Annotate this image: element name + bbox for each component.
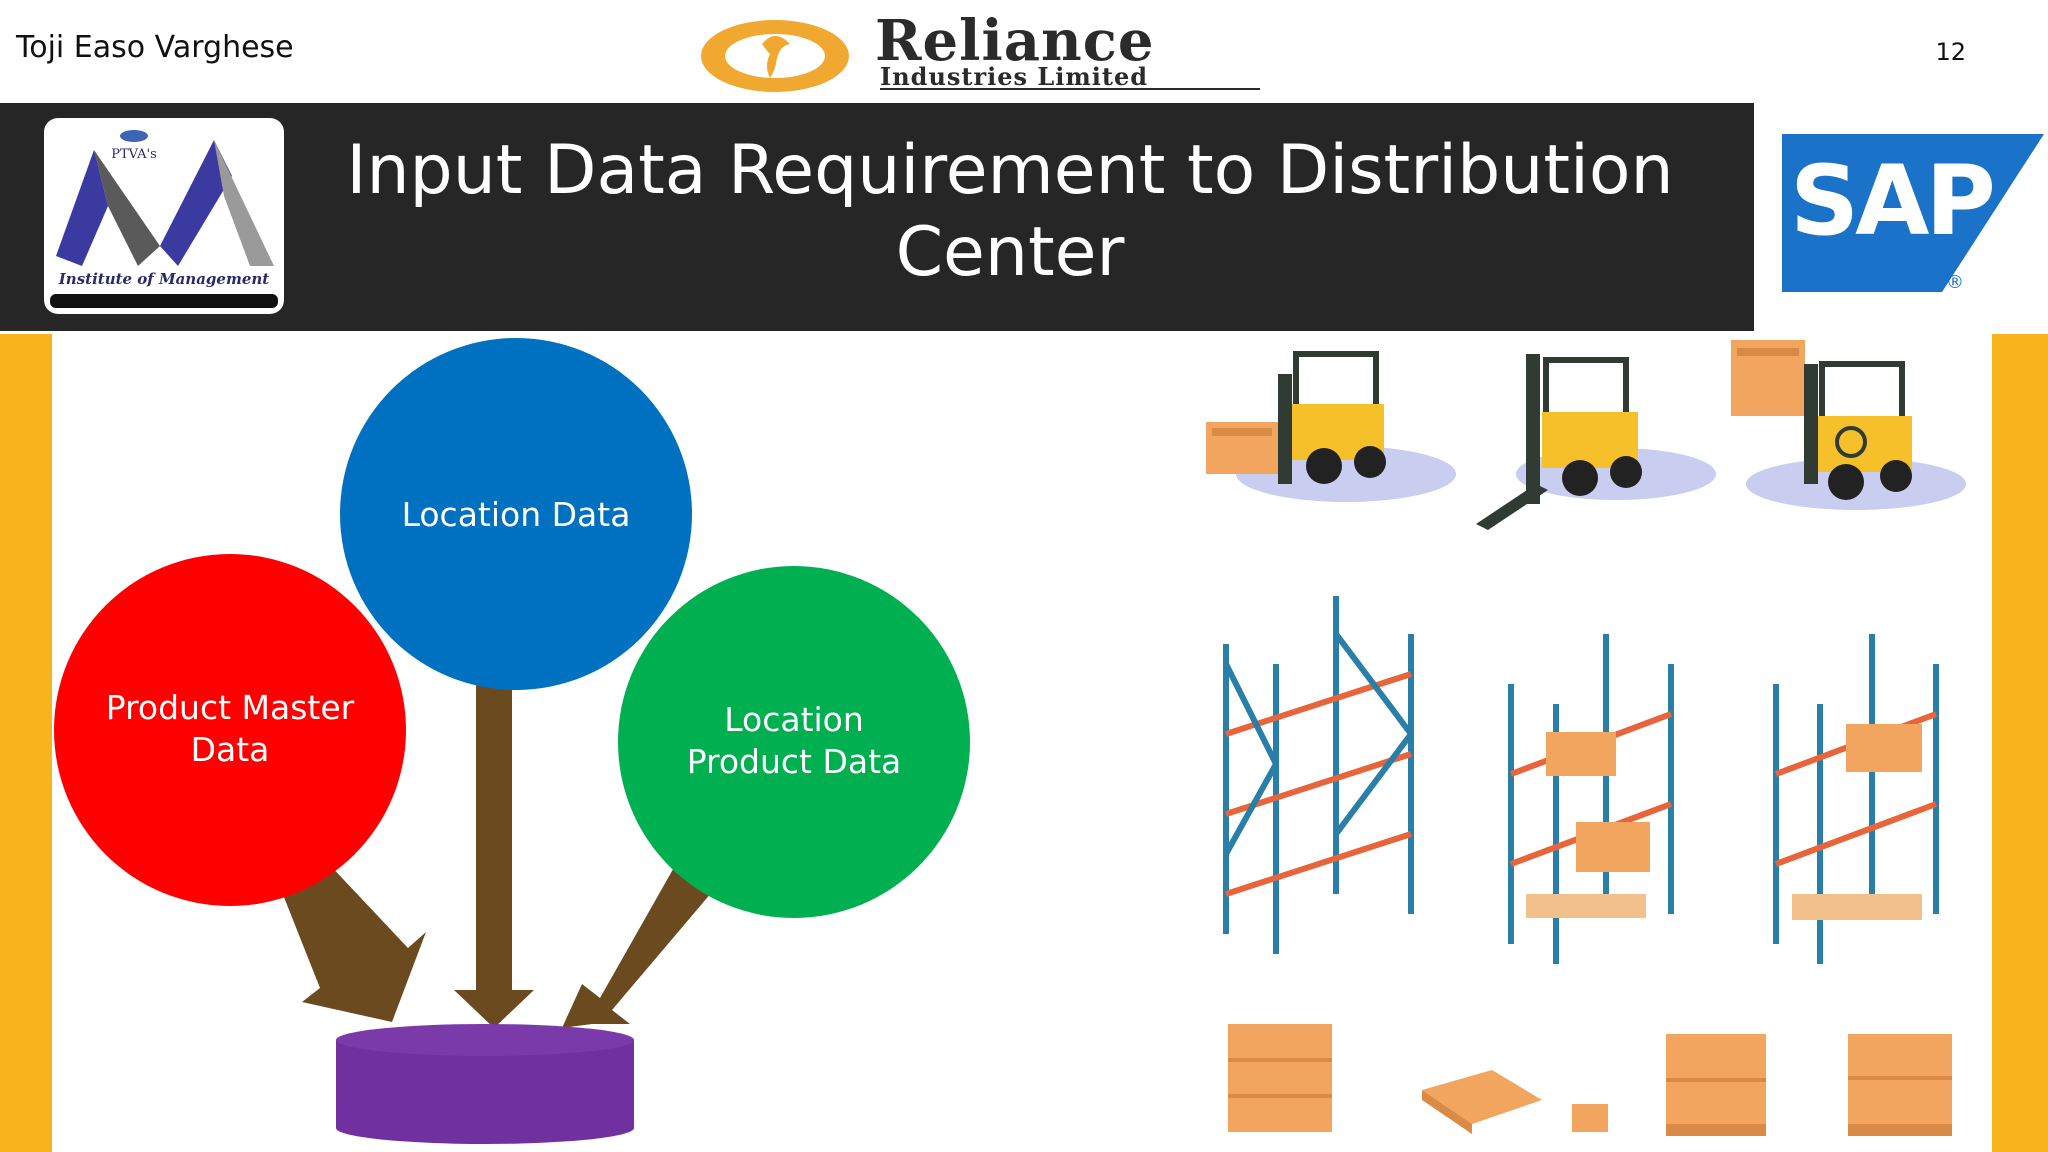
storage-rack-icon — [1223, 596, 1414, 954]
sap-logo: SAP ® — [1782, 134, 2044, 292]
company-name: Reliance — [875, 8, 1155, 74]
right-accent-bar — [1992, 334, 2048, 1152]
forklift-icon — [1476, 354, 1716, 530]
forklift-icon — [1731, 340, 1966, 510]
database-cylinder-icon — [336, 1024, 634, 1144]
arrow-location-product — [562, 864, 712, 1028]
left-accent-bar — [0, 334, 52, 1152]
circle-location-product — [618, 566, 970, 918]
company-subtitle: Industries Limited — [880, 62, 1149, 91]
author-name: Toji Easo Varghese — [16, 30, 294, 65]
circle-label-product-master-2: Data — [191, 730, 270, 769]
storage-rack-icon — [1773, 634, 1939, 964]
circle-product-master — [54, 554, 406, 906]
box-icon — [1572, 1104, 1608, 1132]
circle-label-product-master-1: Product Master — [106, 688, 355, 727]
arrow-location — [454, 684, 534, 1028]
circle-label-location-product-1: Location — [724, 700, 864, 739]
ptva-bottom-text: Institute of Management — [58, 270, 270, 288]
ptva-institute-logo: PTVA's Institute of Management — [44, 118, 284, 314]
pallet-stack-icon — [1666, 1034, 1766, 1136]
circle-label-location: Location Data — [402, 495, 631, 534]
data-flow-diagram: Product Master Data Location Data Locati… — [54, 338, 970, 1144]
circle-location — [340, 338, 692, 690]
storage-rack-icon — [1508, 634, 1674, 964]
title-band — [0, 103, 1754, 331]
forklift-icon — [1206, 351, 1456, 502]
pallet-stack-icon — [1848, 1034, 1952, 1136]
arrow-product-master — [274, 844, 426, 1022]
company-underline — [880, 88, 1260, 90]
warehouse-illustration — [1206, 340, 1966, 1136]
slide-title: Input Data Requirement to Distribution C… — [346, 131, 1674, 292]
reliance-logo — [701, 20, 849, 92]
sap-wordmark: SAP — [1790, 145, 1992, 257]
pallet-icon — [1422, 1070, 1542, 1134]
ptva-top-text: PTVA's — [111, 147, 157, 162]
page-number: 12 — [1935, 38, 1966, 66]
registered-mark: ® — [1946, 272, 1964, 292]
pallet-stack-icon — [1228, 1024, 1332, 1132]
circle-label-location-product-2: Product Data — [687, 742, 902, 781]
